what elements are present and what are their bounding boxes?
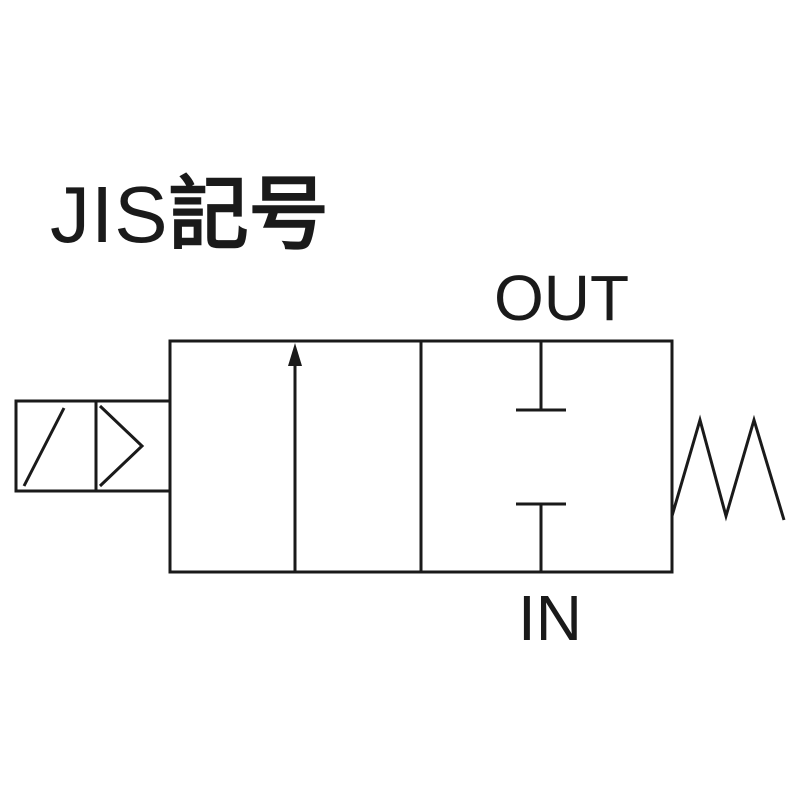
flow-arrow-head-icon	[288, 343, 302, 366]
diagram-title: JIS記号	[50, 150, 329, 266]
solenoid-chevron	[98, 404, 145, 488]
solenoid-slash	[22, 407, 66, 487]
flow-path-blocked	[516, 341, 566, 572]
title-latin: JIS	[50, 170, 169, 259]
solenoid-box	[14, 399, 172, 493]
port-label-out: OUT	[494, 262, 630, 334]
title-cjk: 記号	[168, 168, 329, 261]
valve-body	[168, 339, 674, 574]
spring-return	[670, 414, 786, 522]
solenoid-operator	[14, 399, 172, 493]
port-label-in: IN	[518, 582, 582, 654]
